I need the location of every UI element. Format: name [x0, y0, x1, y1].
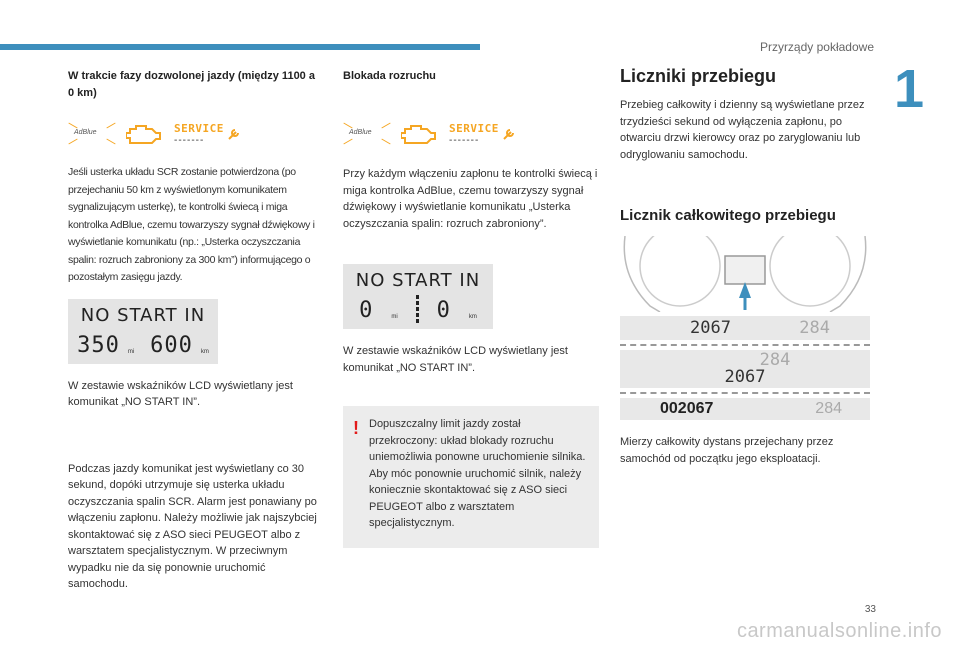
engine-warning-icon	[126, 125, 161, 144]
service-icon: SERVICE	[174, 122, 224, 135]
service-indicator: SERVICE -------	[449, 122, 515, 146]
lcd-value-left: 350	[77, 332, 120, 358]
section-heading: Liczniki przebiegu	[620, 66, 777, 86]
engine-warning-icon	[401, 125, 436, 144]
column-start-block: Blokada rozruchu AdBlue SERVICE ------- …	[343, 68, 599, 548]
section-title: Przyrządy pokładowe	[759, 40, 874, 54]
service-indicator: SERVICE -------	[174, 122, 240, 146]
wrench-icon	[228, 129, 239, 140]
lcd-value-right: 0	[436, 298, 451, 323]
lcd-display: NO START IN 350 mi 600 km	[68, 298, 218, 364]
chapter-number: 1	[893, 59, 924, 119]
odometer-total: 2067	[724, 367, 766, 387]
warning-icon: !	[353, 418, 359, 438]
paragraph: Mierzy całkowity dystans przejechany prz…	[620, 436, 834, 465]
lcd-value-right: 600	[150, 332, 193, 358]
paragraph: Podczas jazdy komunikat jest wyświetlany…	[68, 462, 317, 591]
odometer-total: 002067	[660, 400, 714, 417]
paragraph: Przy każdym włączeniu zapłonu te kontrol…	[343, 168, 598, 230]
paragraph: W zestawie wskaźników LCD wyświetlany je…	[68, 379, 293, 409]
odometer-trip: 284	[815, 400, 842, 417]
service-icon: SERVICE	[449, 122, 499, 135]
lcd-unit-left: mi	[127, 348, 135, 355]
column-odometers: Liczniki przebiegu Przebieg całkowity i …	[620, 66, 880, 467]
section-heading: Blokada rozruchu	[343, 70, 436, 82]
watermark: carmanualsonline.info	[736, 620, 942, 642]
header-accent-bar	[0, 44, 480, 50]
paragraph: Przebieg całkowity i dzienny są wyświetl…	[620, 99, 865, 161]
odometer-display-3: 002067 284	[620, 398, 870, 420]
paragraph: W zestawie wskaźników LCD wyświetlany je…	[343, 345, 568, 374]
odometer-display-1: 2067 284	[620, 316, 870, 340]
lcd-divider	[415, 295, 419, 323]
odometer-trip: 284	[759, 350, 791, 370]
lcd-value-left: 0	[359, 298, 374, 323]
instrument-cluster-illustration	[623, 236, 867, 312]
adblue-icon: AdBlue	[68, 121, 116, 147]
column-allowed-driving: W trakcie fazy dozwolonej jazdy (między …	[68, 68, 324, 593]
page-number: 33	[864, 604, 876, 615]
warning-note: ! Dopuszczalny limit jazdy został przekr…	[343, 406, 599, 548]
warning-lights: AdBlue SERVICE -------	[343, 114, 599, 154]
paragraph: Jeśli usterka układu SCR zostanie potwie…	[68, 166, 315, 283]
odometer-display-2: 284 2067	[620, 350, 870, 388]
lcd-unit-left: mi	[391, 314, 398, 320]
section-heading: W trakcie fazy dozwolonej jazdy (między …	[68, 70, 315, 99]
lcd-title: NO START IN	[80, 304, 206, 326]
note-text: Dopuszczalny limit jazdy został przekroc…	[369, 418, 586, 529]
odometer-total: 2067	[690, 318, 731, 338]
lcd-display: NO START IN 0 mi 0 km	[343, 264, 493, 329]
adblue-icon: AdBlue	[343, 121, 391, 147]
odometer-trip: 284	[799, 318, 830, 338]
subsection-heading: Licznik całkowitego przebiegu	[620, 207, 836, 224]
wrench-icon	[503, 129, 514, 140]
odometer-displays: 2067 284 284 2067 002067 284	[620, 316, 870, 420]
lcd-unit-right: km	[468, 314, 477, 320]
warning-lights: AdBlue SERVICE -------	[68, 114, 324, 154]
lcd-title: NO START IN	[355, 270, 481, 291]
lcd-unit-right: km	[200, 348, 209, 355]
